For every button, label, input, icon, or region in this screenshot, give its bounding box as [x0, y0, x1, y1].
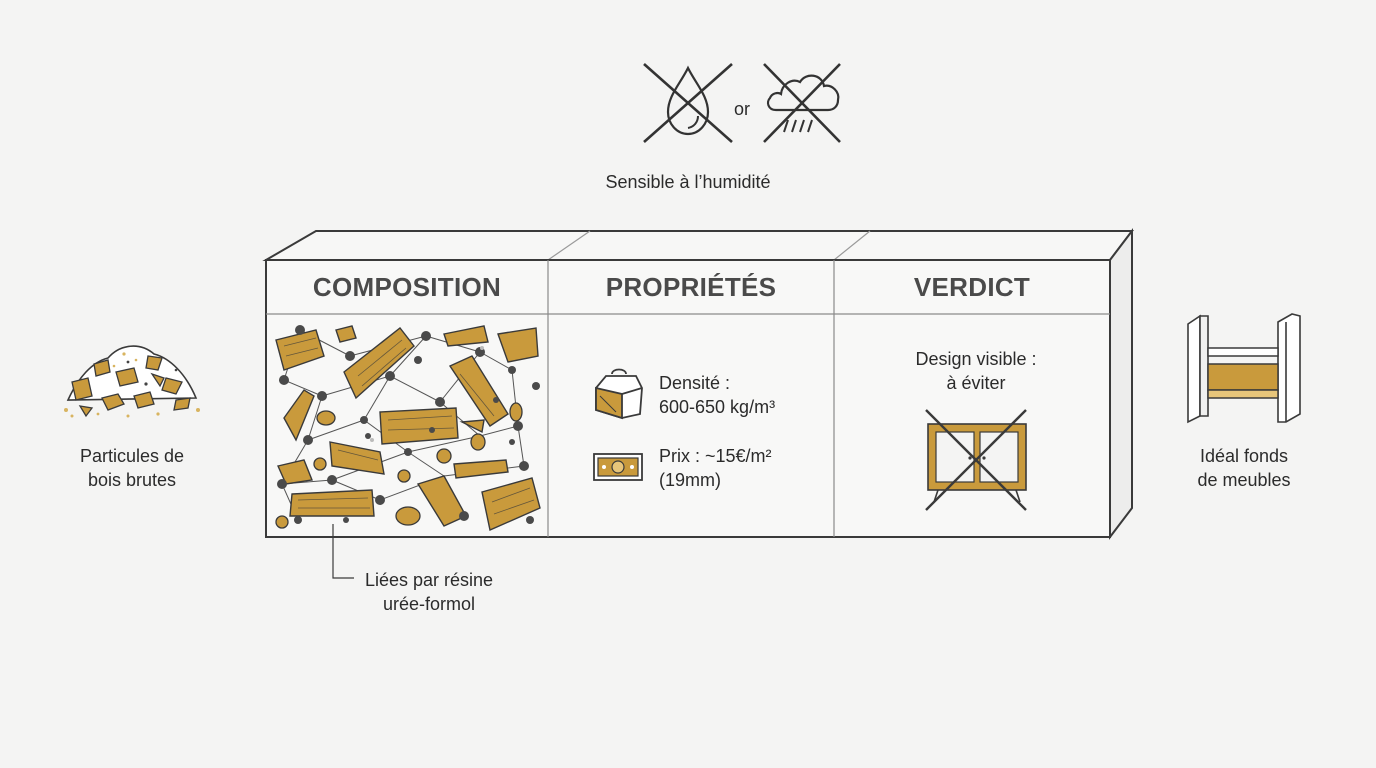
shelf-icon	[1187, 313, 1301, 424]
resin-note-line1: Liées par résine	[364, 570, 494, 590]
resin-note: Liées par résine urée-formol	[344, 568, 514, 616]
price-block: Prix : ~15€/m² (19mm)	[659, 444, 772, 492]
rain-cloud-crossed-icon	[763, 63, 841, 143]
verdict-line2: à éviter	[946, 373, 1006, 393]
properties-header: PROPRIÉTÉS	[605, 272, 777, 302]
density-label: Densité :	[659, 373, 731, 393]
raw-particles-line2: bois brutes	[87, 470, 177, 490]
furniture-backs-line1: Idéal fonds	[1199, 446, 1289, 466]
verdict-header: VERDICT	[913, 272, 1031, 302]
particle-resin-structure-illustration	[275, 325, 541, 531]
verdict-text: Design visible : à éviter	[856, 347, 1096, 395]
raw-particles-label: Particules de bois brutes	[44, 444, 220, 492]
price-label: Prix : ~15€/m²	[659, 446, 772, 466]
price-detail: (19mm)	[659, 470, 721, 490]
banknote-icon	[593, 453, 643, 481]
furniture-backs-line2: de meubles	[1197, 470, 1291, 490]
raw-particles-line1: Particules de	[79, 446, 185, 466]
cabinet-crossed-icon	[925, 409, 1027, 511]
verdict-line1: Design visible :	[915, 349, 1037, 369]
density-block: Densité : 600-650 kg/m³	[659, 371, 775, 419]
composition-header: COMPOSITION	[312, 272, 502, 302]
furniture-backs-label: Idéal fonds de meubles	[1156, 444, 1332, 492]
water-drop-crossed-icon	[643, 63, 733, 143]
moisture-warning: or	[630, 58, 860, 148]
weight-icon	[595, 368, 643, 420]
wood-pile-icon	[64, 345, 200, 418]
density-value: 600-650 kg/m³	[659, 397, 776, 417]
moisture-caption: Sensible à l’humidité	[605, 172, 771, 192]
or-label: or	[734, 99, 751, 119]
resin-note-line2: urée-formol	[382, 594, 476, 614]
resin-leader-line	[332, 524, 354, 579]
